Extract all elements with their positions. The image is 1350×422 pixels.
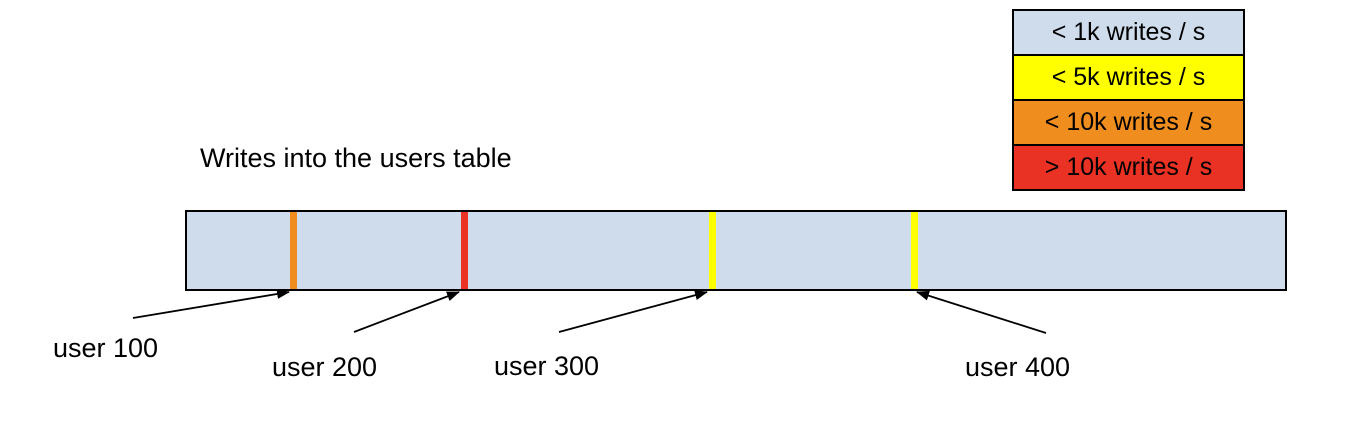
arrow-user-300 — [558, 290, 708, 333]
legend-item-lt-10k: < 10k writes / s — [1012, 99, 1245, 146]
arrow-user-200 — [353, 291, 460, 333]
diagram-title: Writes into the users table — [200, 143, 512, 173]
users-table-bar — [185, 210, 1287, 291]
marker-user-400 — [911, 212, 918, 289]
marker-user-200 — [461, 212, 468, 289]
legend: < 1k writes / s < 5k writes / s < 10k wr… — [1012, 9, 1245, 191]
legend-item-gt-10k-label: > 10k writes / s — [1044, 153, 1213, 181]
legend-item-lt-1k: < 1k writes / s — [1012, 9, 1245, 56]
legend-item-lt-5k-label: < 5k writes / s — [1051, 63, 1206, 91]
legend-item-gt-10k: > 10k writes / s — [1012, 144, 1245, 191]
legend-item-lt-5k: < 5k writes / s — [1012, 54, 1245, 101]
label-user-400: user 400 — [965, 352, 1071, 382]
legend-item-lt-10k-label: < 10k writes / s — [1044, 108, 1213, 136]
label-user-200: user 200 — [272, 352, 378, 382]
label-user-300: user 300 — [494, 351, 600, 381]
arrow-user-400 — [916, 290, 1047, 334]
label-user-100: user 100 — [53, 333, 159, 363]
legend-item-lt-1k-label: < 1k writes / s — [1051, 18, 1206, 46]
marker-user-100 — [290, 212, 297, 289]
marker-user-300 — [709, 212, 716, 289]
arrow-user-100 — [132, 289, 290, 319]
